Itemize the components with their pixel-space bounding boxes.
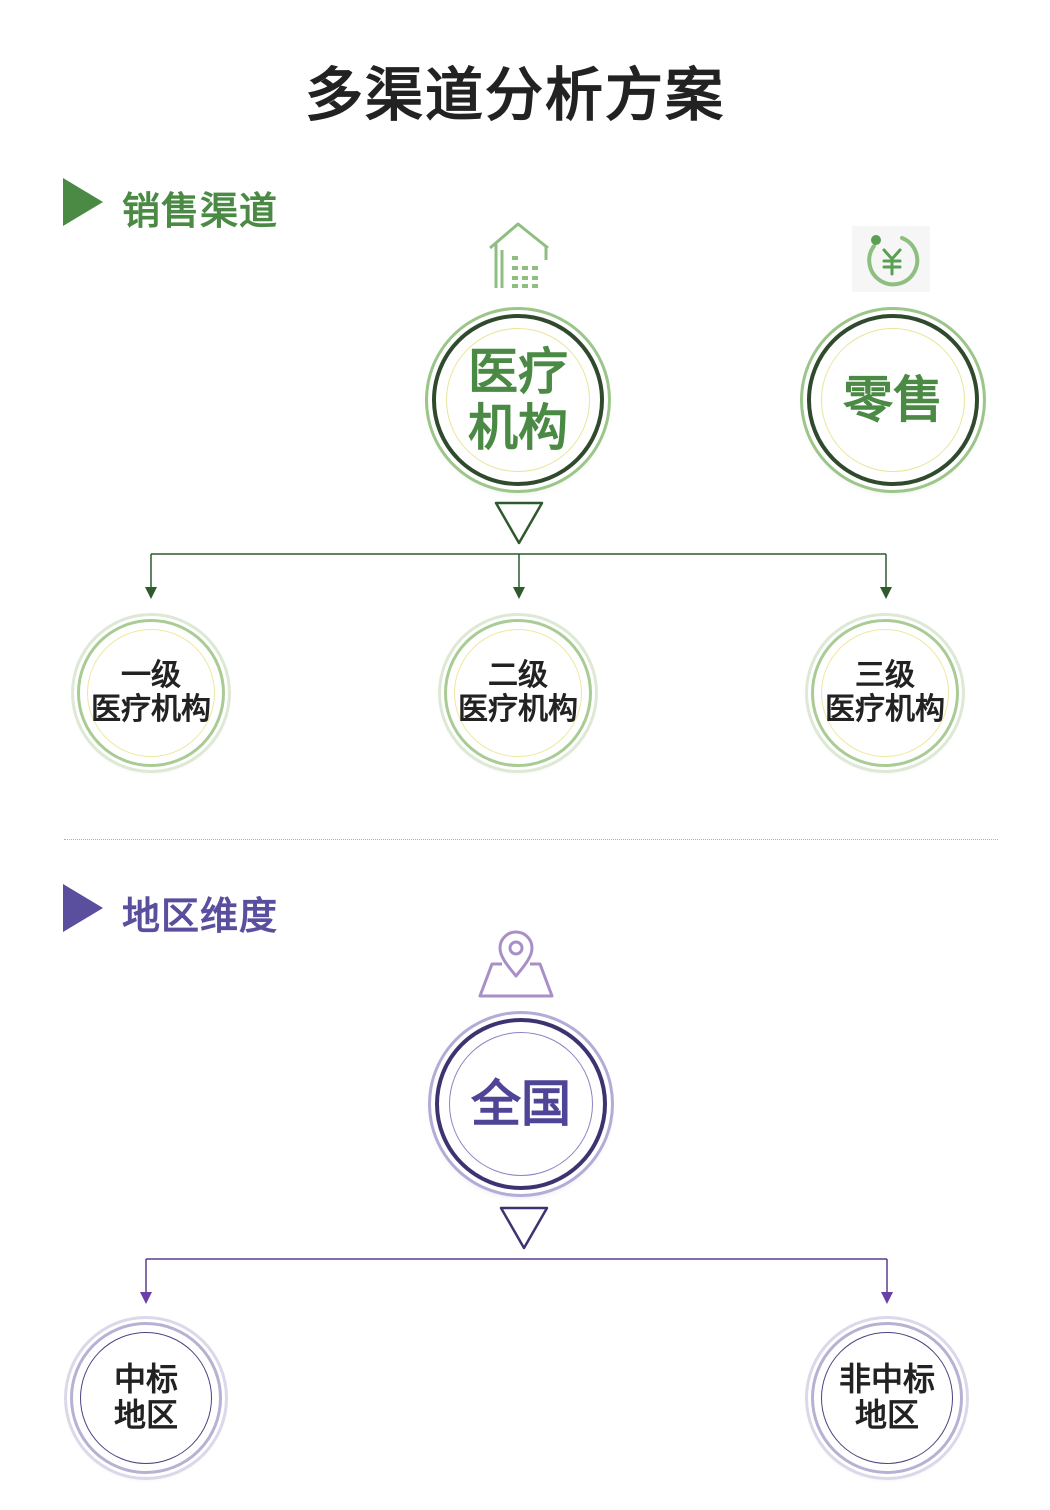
bid-region-line1: 中标 bbox=[113, 1360, 178, 1399]
retail-node: 零售 bbox=[807, 314, 979, 486]
bid-region-line2: 地区 bbox=[113, 1396, 178, 1434]
non-bid-region-line1: 非中标 bbox=[838, 1360, 935, 1399]
medical-line1: 医疗 bbox=[468, 343, 568, 401]
level-2-line1: 二级 bbox=[488, 658, 548, 694]
building-icon bbox=[489, 222, 549, 288]
map-pin-icon bbox=[478, 930, 554, 998]
arrow-down-icon bbox=[881, 1292, 893, 1304]
region-connector bbox=[140, 1206, 893, 1304]
section-arrow-icon bbox=[63, 884, 103, 932]
level-3-node: 三级 医疗机构 bbox=[811, 619, 959, 767]
level-2-line2: 医疗机构 bbox=[458, 692, 578, 727]
expand-triangle-icon bbox=[499, 1206, 549, 1250]
arrow-down-icon bbox=[513, 587, 525, 599]
level-1-line1: 一级 bbox=[121, 658, 181, 694]
expand-triangle-icon bbox=[494, 501, 544, 545]
arrow-down-icon bbox=[880, 587, 892, 599]
medical-institution-node: 医疗 机构 bbox=[432, 314, 604, 486]
yuan-coin-icon bbox=[852, 226, 930, 292]
section-arrow-icon bbox=[63, 178, 103, 226]
sales-connector bbox=[145, 501, 892, 599]
level-3-line1: 三级 bbox=[855, 658, 915, 694]
bid-region-node: 中标 地区 bbox=[70, 1322, 222, 1474]
level-2-node: 二级 医疗机构 bbox=[444, 619, 592, 767]
section-title-region: 地区维度 bbox=[122, 894, 279, 938]
section-divider bbox=[64, 839, 998, 840]
medical-line2: 机构 bbox=[468, 399, 568, 457]
non-bid-region-line2: 地区 bbox=[854, 1396, 919, 1434]
arrow-down-icon bbox=[140, 1292, 152, 1304]
level-1-node: 一级 医疗机构 bbox=[77, 619, 225, 767]
national-node: 全国 bbox=[435, 1018, 607, 1190]
non-bid-region-node: 非中标 地区 bbox=[811, 1322, 963, 1474]
arrow-down-icon bbox=[145, 587, 157, 599]
page-title: 多渠道分析方案 bbox=[304, 61, 725, 129]
level-3-line2: 医疗机构 bbox=[825, 692, 945, 727]
section-title-sales: 销售渠道 bbox=[122, 189, 279, 233]
national-label: 全国 bbox=[471, 1075, 571, 1133]
level-1-line2: 医疗机构 bbox=[91, 692, 211, 727]
retail-label: 零售 bbox=[843, 371, 943, 429]
